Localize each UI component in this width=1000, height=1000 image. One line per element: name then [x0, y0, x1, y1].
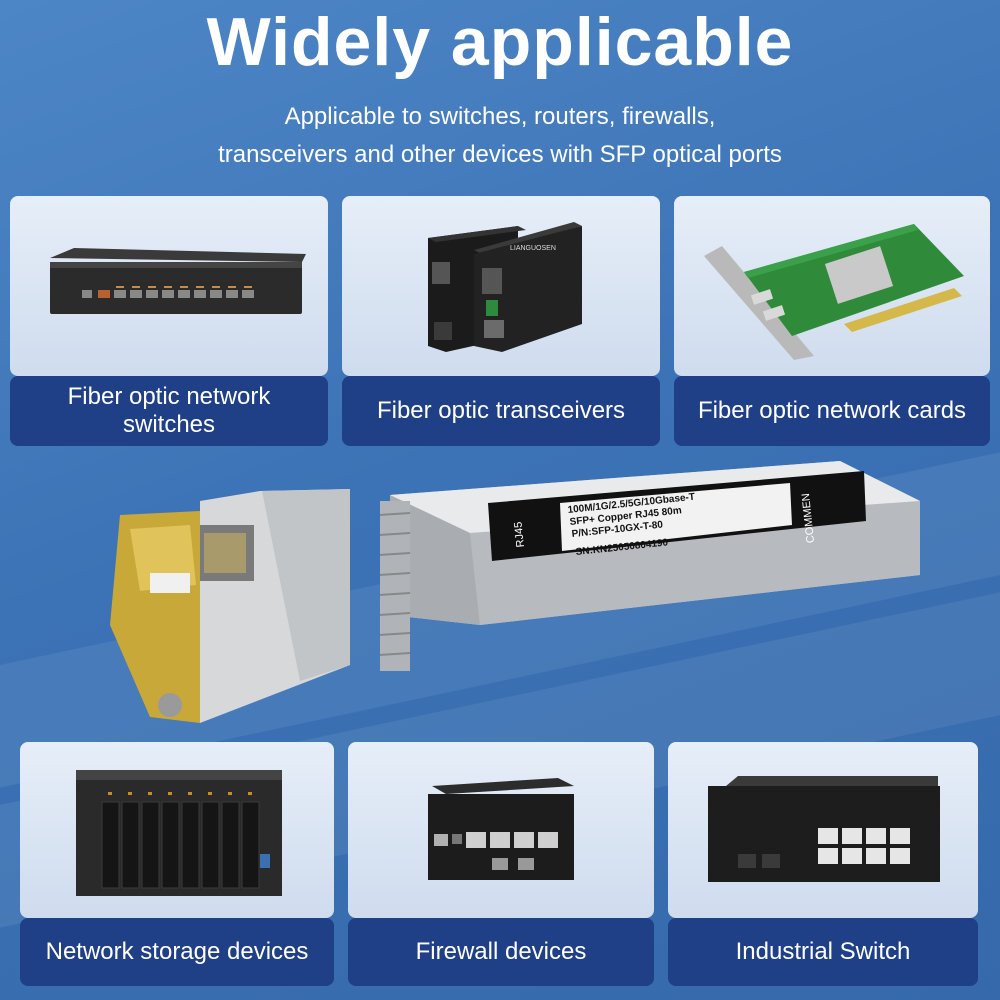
- network-switch-image: [50, 248, 306, 314]
- card-network-storage: [20, 742, 334, 918]
- label-network-storage: Network storage devices: [20, 918, 334, 986]
- nas-device-image: [76, 770, 282, 896]
- label-firewall: Firewall devices: [348, 918, 654, 986]
- transceiver-brand: LIANGUOSEN: [510, 245, 556, 252]
- card-industrial-switch: [668, 742, 978, 918]
- label-line: Firewall devices: [415, 938, 587, 965]
- label-line: Fiber optic transceivers: [376, 397, 626, 424]
- label-line: Network storage devices: [45, 938, 309, 965]
- subtitle-line: Applicable to switches, routers, firewal…: [284, 103, 716, 130]
- label-industrial-switch: Industrial Switch: [668, 918, 978, 986]
- label-fiber-transceivers: Fiber optic transceivers: [342, 376, 660, 446]
- label-line: Fiber optic network: [67, 383, 271, 410]
- module-side-label: RJ45: [512, 521, 527, 548]
- card-firewall: [348, 742, 654, 918]
- card-fiber-switches: [10, 196, 328, 376]
- sfp-module-image: 100M/1G/2.5/5G/10Gbase-T SFP+ Copper RJ4…: [110, 461, 920, 723]
- page-title: Widely applicable: [206, 4, 794, 80]
- industrial-switch-image: [708, 776, 940, 882]
- firewall-device-image: [428, 778, 574, 880]
- label-line: Fiber optic network cards: [697, 397, 967, 424]
- label-fiber-switches: Fiber optic network switches: [10, 376, 328, 446]
- page-subtitle: Applicable to switches, routers, firewal…: [0, 98, 1000, 174]
- subtitle-line: transceivers and other devices with SFP …: [218, 141, 782, 168]
- card-fiber-transceivers: LIANGUOSEN: [342, 196, 660, 376]
- card-fiber-network-cards: [674, 196, 990, 376]
- module-side-label: COMMEN: [800, 493, 817, 544]
- media-converter-image: LIANGUOSEN: [428, 222, 582, 352]
- label-fiber-network-cards: Fiber optic network cards: [674, 376, 990, 446]
- network-card-image: [704, 224, 964, 360]
- label-line: switches: [122, 411, 216, 438]
- label-line: Industrial Switch: [735, 938, 911, 965]
